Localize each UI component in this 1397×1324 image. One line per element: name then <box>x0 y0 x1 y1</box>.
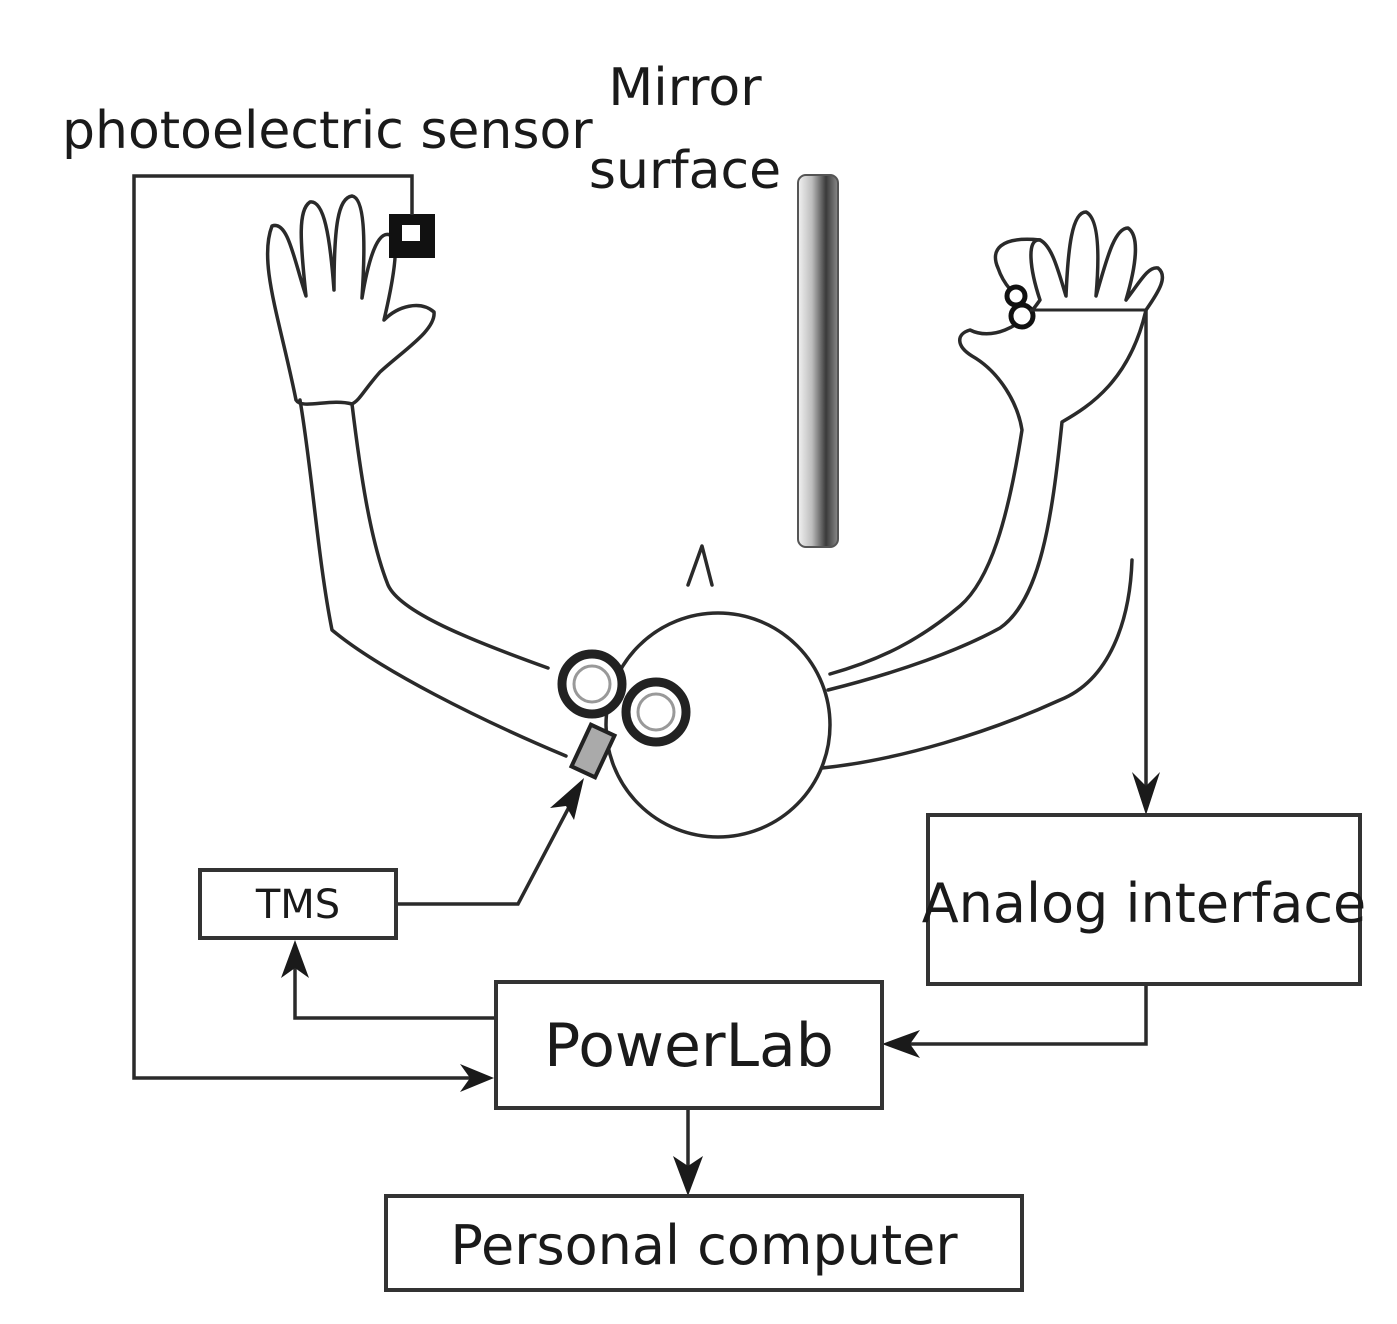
sensor-wire <box>132 174 486 1080</box>
powerlab-to-pc-arrowhead <box>673 1156 703 1196</box>
powerlab-to-tms-wire <box>293 948 496 1020</box>
left-arm <box>265 194 568 758</box>
electrode-wire-arrowhead <box>1132 772 1160 815</box>
personal-computer-label: Personal computer <box>450 1214 958 1277</box>
head <box>604 611 832 839</box>
photoelectric-sensor-icon <box>389 214 435 258</box>
analog-to-powerlab-wire <box>890 984 1148 1046</box>
mirror-label-line1: Mirror <box>608 58 762 118</box>
tms-box-label: TMS <box>255 882 340 928</box>
powerlab-box <box>494 980 884 1110</box>
tms-to-coil-wire <box>396 789 580 906</box>
powerlab-label: PowerLab <box>544 1011 834 1081</box>
right-arm <box>826 210 1165 692</box>
powerlab-to-tms-arrowhead <box>281 940 309 978</box>
sensor-wire-arrowhead <box>460 1064 494 1092</box>
tms-box <box>198 868 398 940</box>
nose <box>686 544 714 587</box>
analog-to-powerlab-arrowhead <box>882 1030 920 1058</box>
tms-coil-icon <box>557 649 691 780</box>
analog-interface-label: Analog interface <box>922 872 1367 935</box>
tms-to-coil-arrowhead <box>550 778 584 820</box>
analog-interface-box <box>926 813 1362 986</box>
mirror-label-line2: surface <box>589 141 781 201</box>
right-arm-lower <box>820 558 1134 770</box>
personal-computer-box <box>384 1194 1024 1292</box>
emg-electrode-icon <box>1004 284 1146 330</box>
photoelectric-sensor-label: photoelectric sensor <box>62 101 593 161</box>
mirror-surface <box>797 174 839 548</box>
